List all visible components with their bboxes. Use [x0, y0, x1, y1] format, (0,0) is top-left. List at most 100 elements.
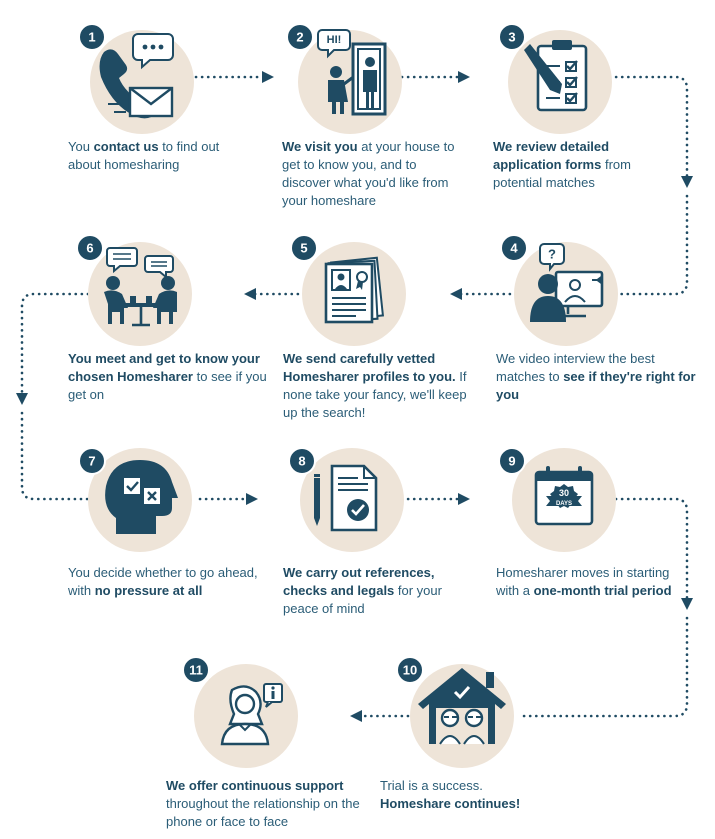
step-2-icon-group: HI! 2 — [286, 23, 402, 134]
step-4-icon-group: ? 4 — [500, 234, 618, 346]
step-1-badge: 1 — [78, 23, 106, 51]
caption-text: You decide whether to go ahead, with — [68, 565, 258, 598]
step-3-icon-group: 3 — [498, 23, 612, 134]
caption-bold-text: You meet and get to know your chosen Hom… — [68, 351, 260, 384]
step-4-number: 4 — [510, 241, 518, 256]
step-6-number: 6 — [86, 241, 93, 256]
hi-bubble-text: HI! — [327, 34, 342, 46]
step-1-icon-group: 1 — [78, 23, 194, 134]
step-7-number: 7 — [88, 454, 95, 469]
clipboard-checklist-icon — [524, 40, 588, 112]
phone-envelope-icon — [99, 33, 174, 119]
caption-text: You — [68, 139, 94, 154]
step-7-caption: You decide whether to go ahead, with no … — [68, 564, 272, 600]
arrow-10-11 — [350, 710, 362, 722]
calendar-30-days-icon: 30 DAYS — [534, 466, 594, 526]
video-interview-icon: ? — [530, 243, 604, 322]
connector-3-4b — [614, 194, 689, 296]
caption-text: from potential matches — [493, 157, 631, 190]
caption-text: Homesharer moves in starting with a — [496, 565, 670, 598]
caption-bold-text: We carry out references, checks and lega… — [283, 565, 435, 598]
step-6-icon-group: 6 — [76, 234, 192, 346]
caption-text: for your peace of mind — [283, 583, 442, 616]
meeting-table-icon — [104, 247, 177, 327]
step-5-caption: We send carefully vetted Homesharer prof… — [283, 350, 479, 422]
arrow-7-8 — [246, 493, 258, 505]
house-couple-icon — [418, 668, 506, 745]
step-8-number: 8 — [298, 454, 305, 469]
step-4-badge: 4 — [500, 234, 528, 262]
arrow-1-2 — [262, 71, 274, 83]
step-9-caption: Homesharer moves in starting with a one-… — [496, 564, 676, 600]
step-8-caption: We carry out references, checks and lega… — [283, 564, 459, 618]
arrow-8-9 — [458, 493, 470, 505]
calendar-days-label: DAYS — [556, 501, 572, 507]
caption-bold-text: We offer continuous support — [166, 778, 344, 793]
caption-text: to find out about homesharing — [68, 139, 220, 172]
step-2-number: 2 — [296, 30, 303, 45]
caption-bold-text: We visit you — [282, 139, 358, 154]
caption-text: If none take your fancy, we'll keep up t… — [283, 369, 467, 420]
step-3-caption: We review detailed application forms fro… — [493, 138, 663, 192]
arrow-3-4a — [681, 176, 693, 188]
arrow-6-7 — [16, 393, 28, 405]
step-11-icon-group: 11 — [182, 656, 298, 768]
step-10-number: 10 — [403, 663, 417, 678]
step-5-number: 5 — [300, 241, 307, 256]
connector-3-4 — [608, 75, 689, 178]
caption-text: Trial is a success. — [380, 778, 483, 793]
question-bubble-text: ? — [548, 247, 556, 262]
caption-text: to see if you get on — [68, 369, 267, 402]
caption-bold-text: see if they're right for you — [496, 369, 696, 402]
step-8-badge: 8 — [288, 447, 316, 475]
caption-bold-text: one-month trial period — [533, 583, 672, 598]
step-9-number: 9 — [508, 454, 515, 469]
step-1-caption: You contact us to find out about homesha… — [68, 138, 228, 174]
caption-bold-text: We send carefully vetted Homesharer prof… — [283, 351, 456, 384]
step-4-caption: We video interview the best matches to s… — [496, 350, 696, 404]
step-2-badge: 2 — [286, 23, 314, 51]
connector-6-7 — [20, 292, 90, 395]
arrow-9-10a — [681, 598, 693, 610]
step-5-badge: 5 — [290, 234, 318, 262]
step-2-caption: We visit you at your house to get to kno… — [282, 138, 458, 210]
connector-9-10 — [614, 497, 689, 600]
step-1-number: 1 — [88, 30, 95, 45]
step-10-badge: 10 — [396, 656, 424, 684]
caption-text: We video interview the best matches to — [496, 351, 655, 384]
arrow-5-6 — [244, 288, 256, 300]
step-8-icon-group: 8 — [288, 447, 404, 552]
step-9-badge: 9 — [498, 447, 526, 475]
caption-text: at your house to get to know you, and to… — [282, 139, 455, 208]
calendar-30-label: 30 — [559, 488, 569, 498]
step-9-icon-group: 30 DAYS 9 — [498, 447, 616, 552]
connectors — [16, 71, 693, 722]
connector-6-7b — [20, 411, 90, 501]
step-6-caption: You meet and get to know your chosen Hom… — [68, 350, 272, 404]
document-check-icon — [314, 464, 378, 532]
step-10-caption: Trial is a success. Homeshare continues! — [380, 777, 540, 813]
step-10-icon-group: 10 — [396, 656, 514, 768]
step-6-badge: 6 — [76, 234, 104, 262]
arrow-2-3 — [458, 71, 470, 83]
step-5-icon-group: 5 — [290, 234, 406, 346]
caption-bold-text: no pressure at all — [94, 583, 203, 598]
step-7-badge: 7 — [78, 447, 106, 475]
step-11-caption: We offer continuous support throughout t… — [166, 777, 362, 831]
step-11-badge: 11 — [182, 656, 210, 684]
arrow-4-5 — [450, 288, 462, 300]
caption-bold-text: Homeshare continues! — [380, 796, 521, 811]
caption-text: throughout the relationship on the phone… — [166, 796, 360, 829]
support-person-icon — [220, 683, 283, 746]
step-3-number: 3 — [508, 30, 515, 45]
connector-9-10b — [520, 616, 689, 718]
profile-documents-icon — [324, 256, 385, 324]
caption-bold-text: contact us — [93, 139, 159, 154]
door-visit-icon: HI! — [317, 29, 387, 116]
caption-bold-text: We review detailed application forms — [493, 139, 610, 172]
step-11-number: 11 — [189, 663, 203, 678]
step-3-badge: 3 — [498, 23, 526, 51]
step-7-icon-group: 7 — [78, 447, 192, 552]
head-decision-icon — [105, 460, 178, 534]
